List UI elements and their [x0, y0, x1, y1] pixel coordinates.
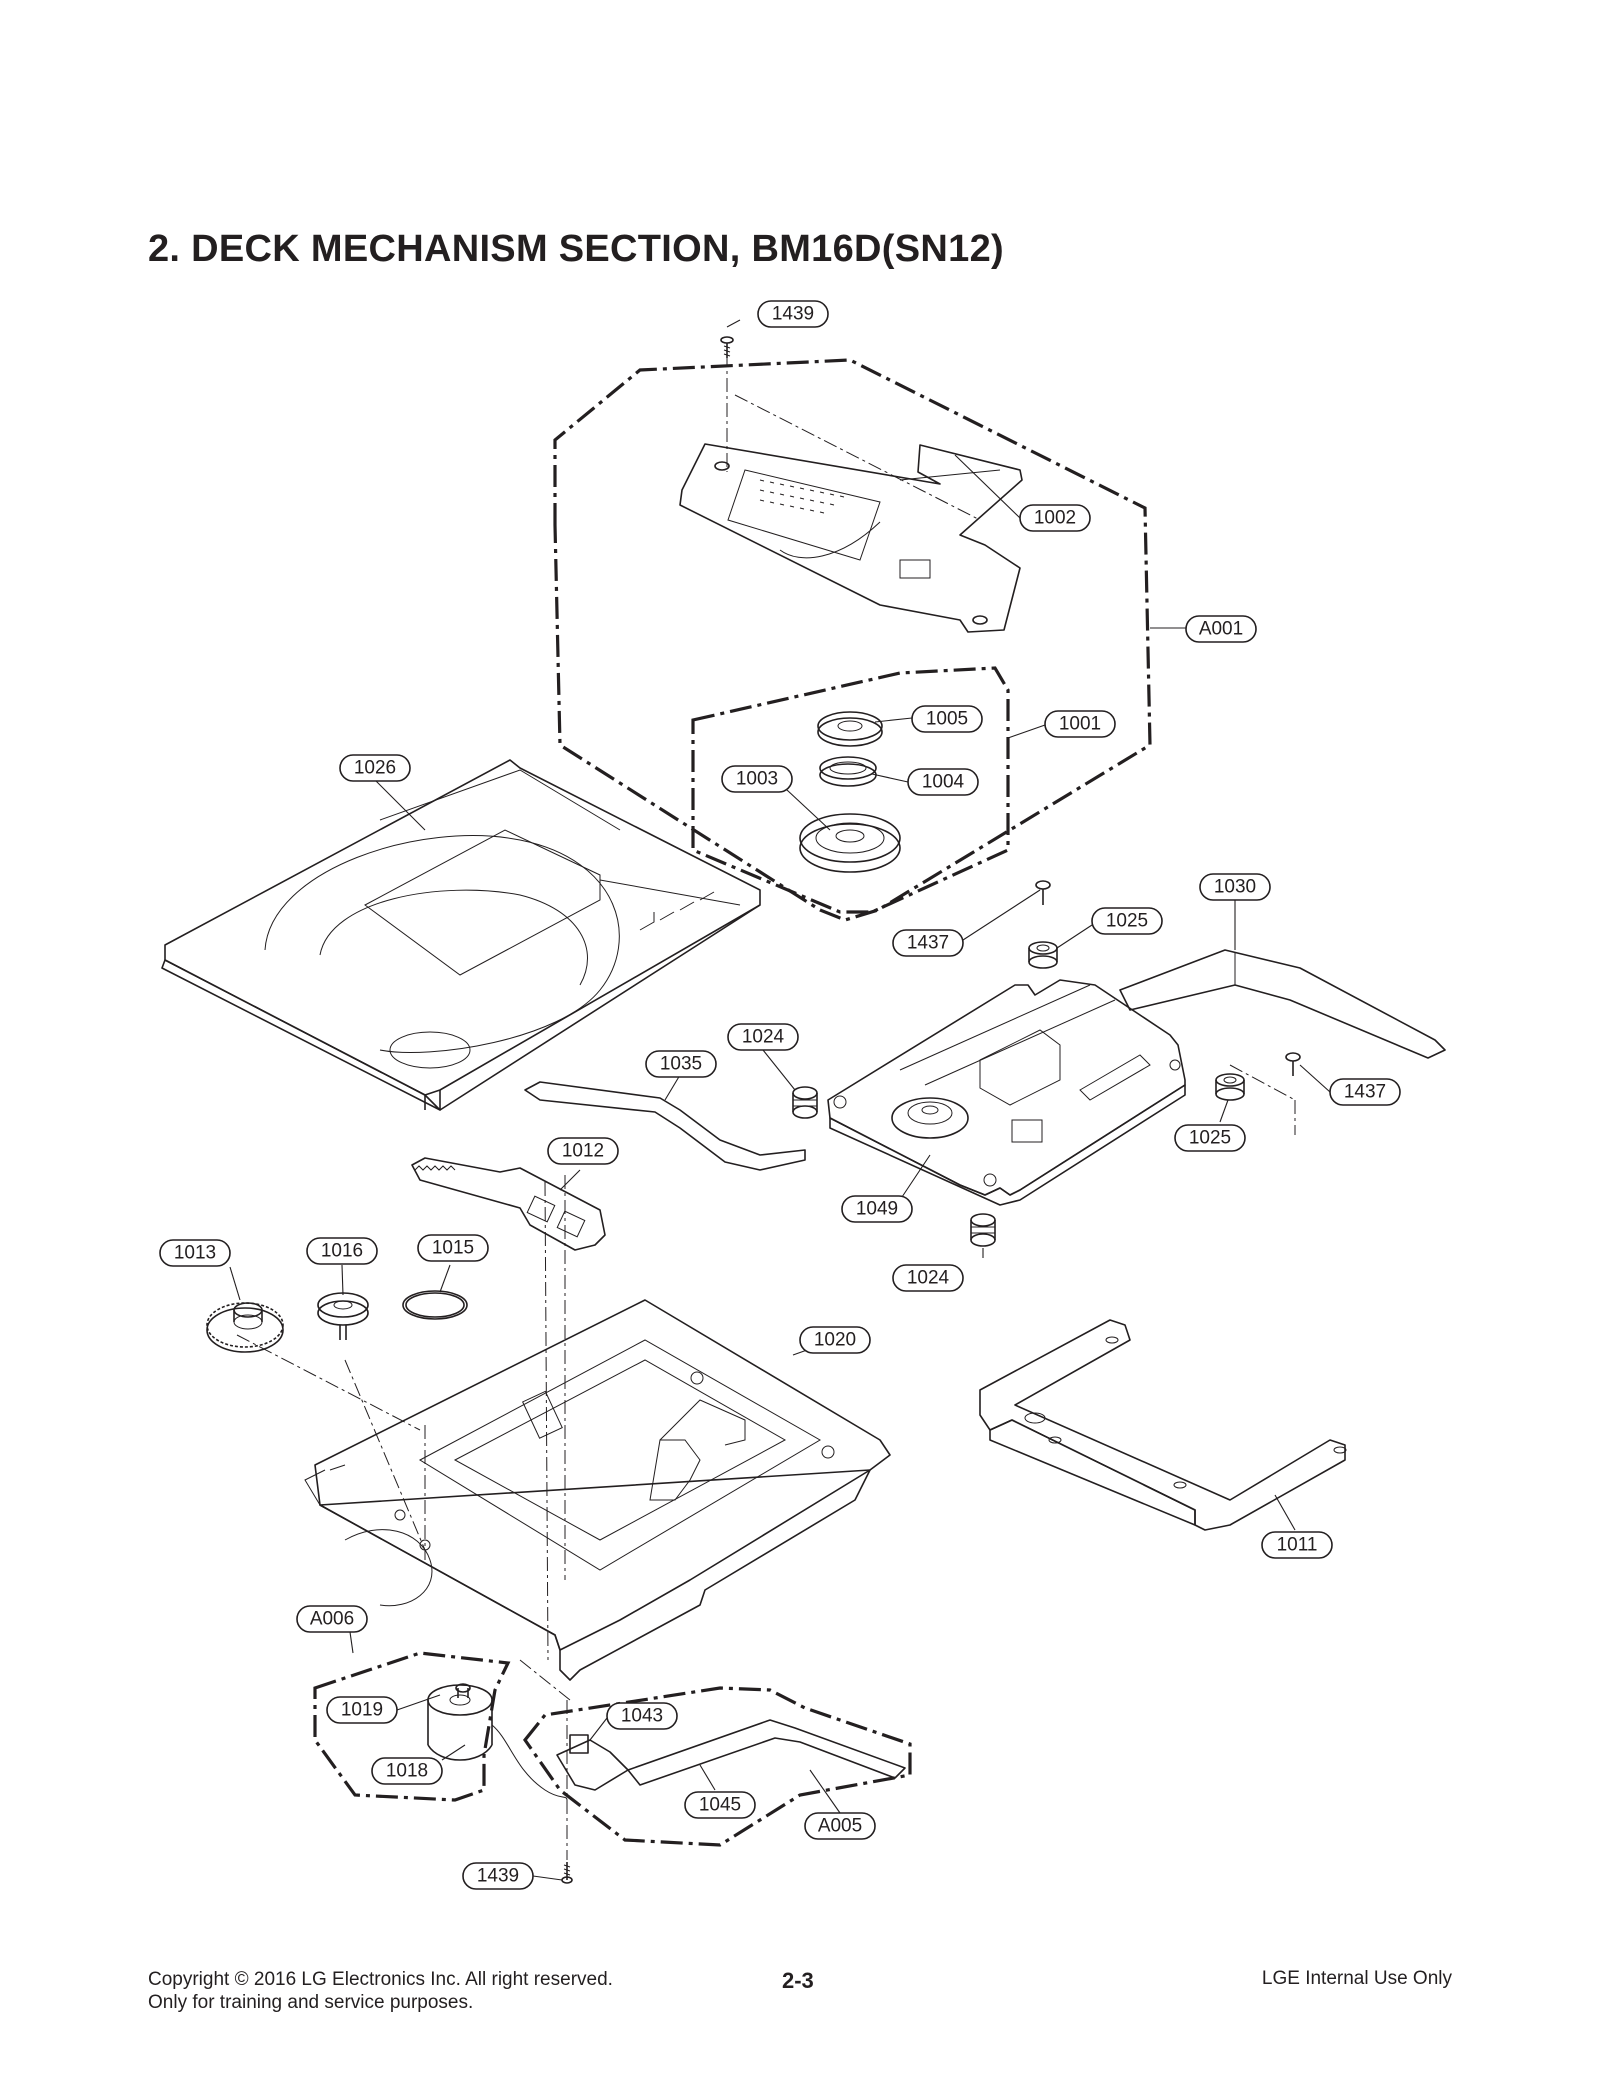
svg-text:1049: 1049: [856, 1199, 898, 1220]
callout-1005: 1005: [911, 705, 983, 733]
callout-1437-right: 1437: [1329, 1078, 1401, 1106]
part-1015-belt: [402, 1290, 468, 1320]
part-1003-clamper-base: [799, 813, 901, 873]
callout-1439-bottom: 1439: [462, 1862, 534, 1890]
group-outline-a006: [313, 1651, 511, 1802]
part-1024-damper-bottom: [970, 1213, 996, 1247]
callout-1002: 1002: [1019, 504, 1091, 532]
callout-1016: 1016: [306, 1237, 378, 1265]
svg-text:1035: 1035: [660, 1054, 702, 1075]
svg-text:1026: 1026: [354, 758, 396, 779]
svg-text:1011: 1011: [1277, 1535, 1318, 1556]
svg-text:1045: 1045: [699, 1795, 741, 1816]
svg-text:1024: 1024: [742, 1027, 785, 1048]
part-1018-loading-motor: [427, 1684, 568, 1801]
screw-1439-top: [720, 336, 734, 358]
svg-text:1439: 1439: [477, 1866, 519, 1887]
callout-1020: 1020: [799, 1326, 871, 1354]
svg-text:1013: 1013: [174, 1243, 216, 1264]
callout-1003: 1003: [721, 765, 793, 793]
part-1012-slider-rack: [411, 1157, 606, 1251]
part-1004-magnet-ring: [819, 756, 877, 787]
callout-1045: 1045: [684, 1791, 756, 1819]
screw-1439-bottom: [561, 1862, 573, 1884]
part-1013-main-gear: [206, 1302, 284, 1353]
part-1016-pulley: [317, 1292, 369, 1340]
internal-use-notice: LGE Internal Use Only: [1261, 1968, 1452, 1989]
part-1035-ffc-cable: [524, 1081, 806, 1171]
callout-a001: A001: [1185, 615, 1257, 643]
svg-text:1005: 1005: [926, 709, 968, 730]
part-1024-damper-top: [792, 1086, 818, 1119]
callout-1011: 1011: [1261, 1531, 1333, 1559]
callout-1015: 1015: [417, 1234, 489, 1262]
svg-text:1025: 1025: [1106, 911, 1148, 932]
svg-text:1016: 1016: [321, 1241, 363, 1262]
part-1011-guide-frame: [979, 1319, 1347, 1531]
callout-leader-lines: [229, 319, 1331, 1881]
group-outline-a005: [523, 1686, 912, 1847]
group-outline-1001: [691, 666, 1010, 914]
part-1005-clamper-top: [817, 711, 883, 747]
callout-1019: 1019: [326, 1696, 398, 1724]
part-1043-switch-pcb: [556, 1734, 629, 1791]
page-title: 2. DECK MECHANISM SECTION, BM16D(SN12): [148, 228, 1004, 270]
page-number: 2-3: [782, 1968, 814, 1993]
svg-text:1020: 1020: [814, 1330, 856, 1351]
copyright-line-2: Only for training and service purposes.: [148, 1992, 474, 2013]
callout-1025-right: 1025: [1174, 1124, 1246, 1152]
svg-text:1024: 1024: [907, 1268, 950, 1289]
svg-text:1437: 1437: [1344, 1082, 1386, 1103]
part-1002-clamper-plate: [679, 443, 1023, 633]
part-1030-ffc-cable: [1119, 949, 1446, 1059]
svg-text:1015: 1015: [432, 1238, 474, 1259]
callout-1004: 1004: [907, 768, 979, 796]
copyright-line-1: Copyright © 2016 LG Electronics Inc. All…: [148, 1969, 613, 1990]
svg-text:A006: A006: [310, 1609, 354, 1630]
part-1026-disc-tray: [161, 759, 761, 1111]
callout-1012: 1012: [547, 1137, 619, 1165]
callout-a005: A005: [804, 1812, 876, 1840]
svg-text:1025: 1025: [1189, 1128, 1231, 1149]
screw-1437-right: [1285, 1052, 1301, 1076]
callout-a006: A006: [296, 1605, 368, 1633]
screw-1437-left: [1035, 880, 1051, 905]
callout-1026: 1026: [339, 754, 411, 782]
group-outline-a001: [553, 358, 1152, 922]
callout-1024-top: 1024: [727, 1023, 799, 1051]
callout-1013: 1013: [159, 1239, 231, 1267]
part-1049-traverse-unit: [827, 979, 1186, 1206]
svg-text:1437: 1437: [907, 933, 949, 954]
assembly-guide-lines: [236, 353, 1296, 1860]
callout-1030: 1030: [1199, 873, 1271, 901]
svg-text:1018: 1018: [386, 1761, 428, 1782]
callout-1439-top: 1439: [757, 300, 829, 328]
svg-text:A005: A005: [818, 1816, 862, 1837]
svg-text:1003: 1003: [736, 769, 778, 790]
part-1025-damper-top: [1028, 941, 1058, 969]
part-1020-main-chassis: [304, 1299, 891, 1681]
callout-1043: 1043: [606, 1702, 678, 1730]
part-1025-damper-right: [1215, 1073, 1245, 1101]
svg-text:1439: 1439: [772, 304, 814, 325]
svg-text:1043: 1043: [621, 1706, 663, 1727]
svg-text:1030: 1030: [1214, 877, 1256, 898]
svg-text:1002: 1002: [1034, 508, 1076, 529]
callout-1001: 1001: [1044, 710, 1116, 738]
svg-text:A001: A001: [1199, 619, 1243, 640]
svg-text:1012: 1012: [562, 1141, 604, 1162]
part-1045-ffc-cable: [627, 1719, 906, 1786]
callout-1024-bottom: 1024: [892, 1264, 964, 1292]
callout-1049: 1049: [841, 1195, 913, 1223]
svg-text:1004: 1004: [922, 772, 965, 793]
callout-1437-left: 1437: [892, 929, 964, 957]
svg-text:1019: 1019: [341, 1700, 383, 1721]
footer-copyright: Copyright © 2016 LG Electronics Inc. All…: [148, 1968, 613, 2014]
callout-1025-top: 1025: [1091, 907, 1163, 935]
callout-1018: 1018: [371, 1757, 443, 1785]
callout-1035: 1035: [645, 1050, 717, 1078]
part-1019-motor-pulley: [455, 1683, 471, 1698]
svg-text:1001: 1001: [1059, 714, 1101, 735]
